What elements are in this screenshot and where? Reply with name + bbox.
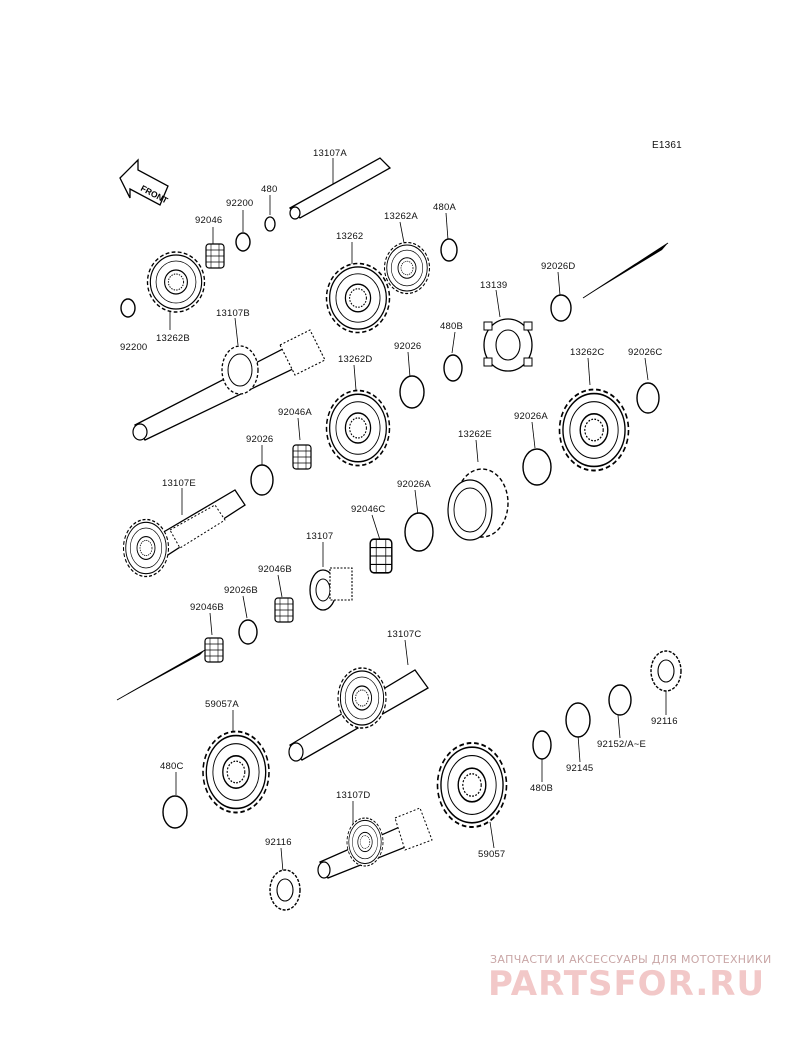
part-label-13107E: 13107E bbox=[162, 478, 196, 489]
part-label-92026-b: 92026 bbox=[246, 434, 274, 445]
shaft-13107A bbox=[288, 157, 392, 220]
part-label-92200: 92200 bbox=[226, 198, 254, 209]
part-label-13262: 13262 bbox=[336, 231, 364, 242]
part-label-92026A: 92026A bbox=[514, 411, 548, 422]
bearing-92116-b bbox=[269, 869, 301, 911]
part-label-92046B-b: 92046B bbox=[190, 602, 224, 613]
part-label-59057: 59057 bbox=[478, 849, 506, 860]
part-label-92046B: 92046B bbox=[258, 564, 292, 575]
needle-bearing-92046C bbox=[369, 538, 393, 574]
part-label-480B-b: 480B bbox=[530, 783, 553, 794]
washer-92026-b bbox=[250, 464, 274, 496]
gear-13107C-cluster bbox=[337, 667, 387, 729]
part-label-13262B: 13262B bbox=[156, 333, 190, 344]
gear-13262D bbox=[325, 389, 391, 467]
shift-fork-13139 bbox=[483, 318, 533, 372]
washer-92145 bbox=[565, 702, 591, 738]
gear-13107E-pinion bbox=[122, 518, 170, 578]
watermark-logo: PARTSFOR.RU bbox=[488, 964, 766, 1004]
guide-line-tip bbox=[117, 650, 205, 700]
part-label-13262A: 13262A bbox=[384, 211, 418, 222]
part-label-92026: 92026 bbox=[394, 341, 422, 352]
needle-bearing-92046 bbox=[205, 243, 225, 269]
circlip-480C bbox=[162, 795, 188, 829]
part-label-480: 480 bbox=[261, 184, 278, 195]
washer-92200 bbox=[235, 232, 251, 252]
washer-92026 bbox=[399, 375, 425, 409]
part-label-92026B: 92026B bbox=[224, 585, 258, 596]
part-label-13262C: 13262C bbox=[570, 347, 605, 358]
part-label-13107: 13107 bbox=[306, 531, 334, 542]
part-label-92145: 92145 bbox=[566, 763, 594, 774]
circlip-480B-b bbox=[532, 730, 552, 760]
watermark-subtitle: ЗАПЧАСТИ И АКСЕССУАРЫ ДЛЯ МОТОТЕХНИКИ bbox=[490, 953, 772, 966]
part-label-92026A-b: 92026A bbox=[397, 479, 431, 490]
gear-13262C bbox=[558, 388, 630, 472]
part-label-13107D: 13107D bbox=[336, 790, 371, 801]
part-label-59057A: 59057A bbox=[205, 699, 239, 710]
part-label-92116-b: 92116 bbox=[265, 837, 292, 848]
part-label-92046C: 92046C bbox=[351, 504, 386, 515]
part-label-13139: 13139 bbox=[480, 280, 508, 291]
part-label-92200-b: 92200 bbox=[120, 342, 148, 353]
part-label-13107B: 13107B bbox=[216, 308, 250, 319]
gear-13107D-pinion bbox=[346, 817, 384, 867]
gear-59057 bbox=[436, 742, 508, 828]
needle-bearing-92046A bbox=[292, 444, 312, 470]
washer-92026A-b bbox=[404, 512, 434, 552]
part-label-480A: 480A bbox=[433, 202, 456, 213]
part-label-13107A: 13107A bbox=[313, 148, 347, 159]
part-label-480B: 480B bbox=[440, 321, 463, 332]
circlip-480A bbox=[440, 238, 458, 262]
part-label-92152: 92152/A~E bbox=[597, 739, 647, 750]
part-label-92026C: 92026C bbox=[628, 347, 663, 358]
washer-92026D bbox=[550, 294, 572, 322]
washer-92026C bbox=[636, 382, 660, 414]
shaft-13107E bbox=[149, 489, 246, 561]
needle-bearing-92046B bbox=[274, 597, 294, 623]
part-label-92116: 92116 bbox=[651, 716, 678, 727]
part-label-92046: 92046 bbox=[195, 215, 223, 226]
gear-13262B bbox=[146, 251, 206, 313]
part-label-92026D: 92026D bbox=[541, 261, 576, 272]
bearing-92116 bbox=[650, 650, 682, 692]
part-label-92046A: 92046A bbox=[278, 407, 312, 418]
part-label-13262E: 13262E bbox=[458, 429, 492, 440]
shim-92152 bbox=[608, 684, 632, 716]
circlip-480 bbox=[264, 216, 276, 232]
front-arrow-icon bbox=[119, 158, 169, 206]
collar-92026B bbox=[238, 619, 258, 645]
gear-13262 bbox=[325, 262, 391, 334]
washer-92026A bbox=[522, 448, 552, 486]
guide-line-tip bbox=[583, 243, 668, 298]
gear-13262E bbox=[447, 468, 509, 541]
circlip-480B bbox=[443, 354, 463, 382]
shaft-13107B bbox=[132, 329, 326, 441]
needle-bearing-92046B-b bbox=[204, 637, 224, 663]
gear-hub-13107 bbox=[309, 567, 353, 611]
gear-13262A bbox=[383, 241, 431, 295]
part-label-13107C: 13107C bbox=[387, 629, 422, 640]
gear-59057A bbox=[202, 730, 270, 814]
washer-92200-b bbox=[120, 298, 136, 318]
part-label-480C: 480C bbox=[160, 761, 184, 772]
part-label-13262D: 13262D bbox=[338, 354, 373, 365]
diagram-code-label: E1361 bbox=[652, 140, 682, 151]
